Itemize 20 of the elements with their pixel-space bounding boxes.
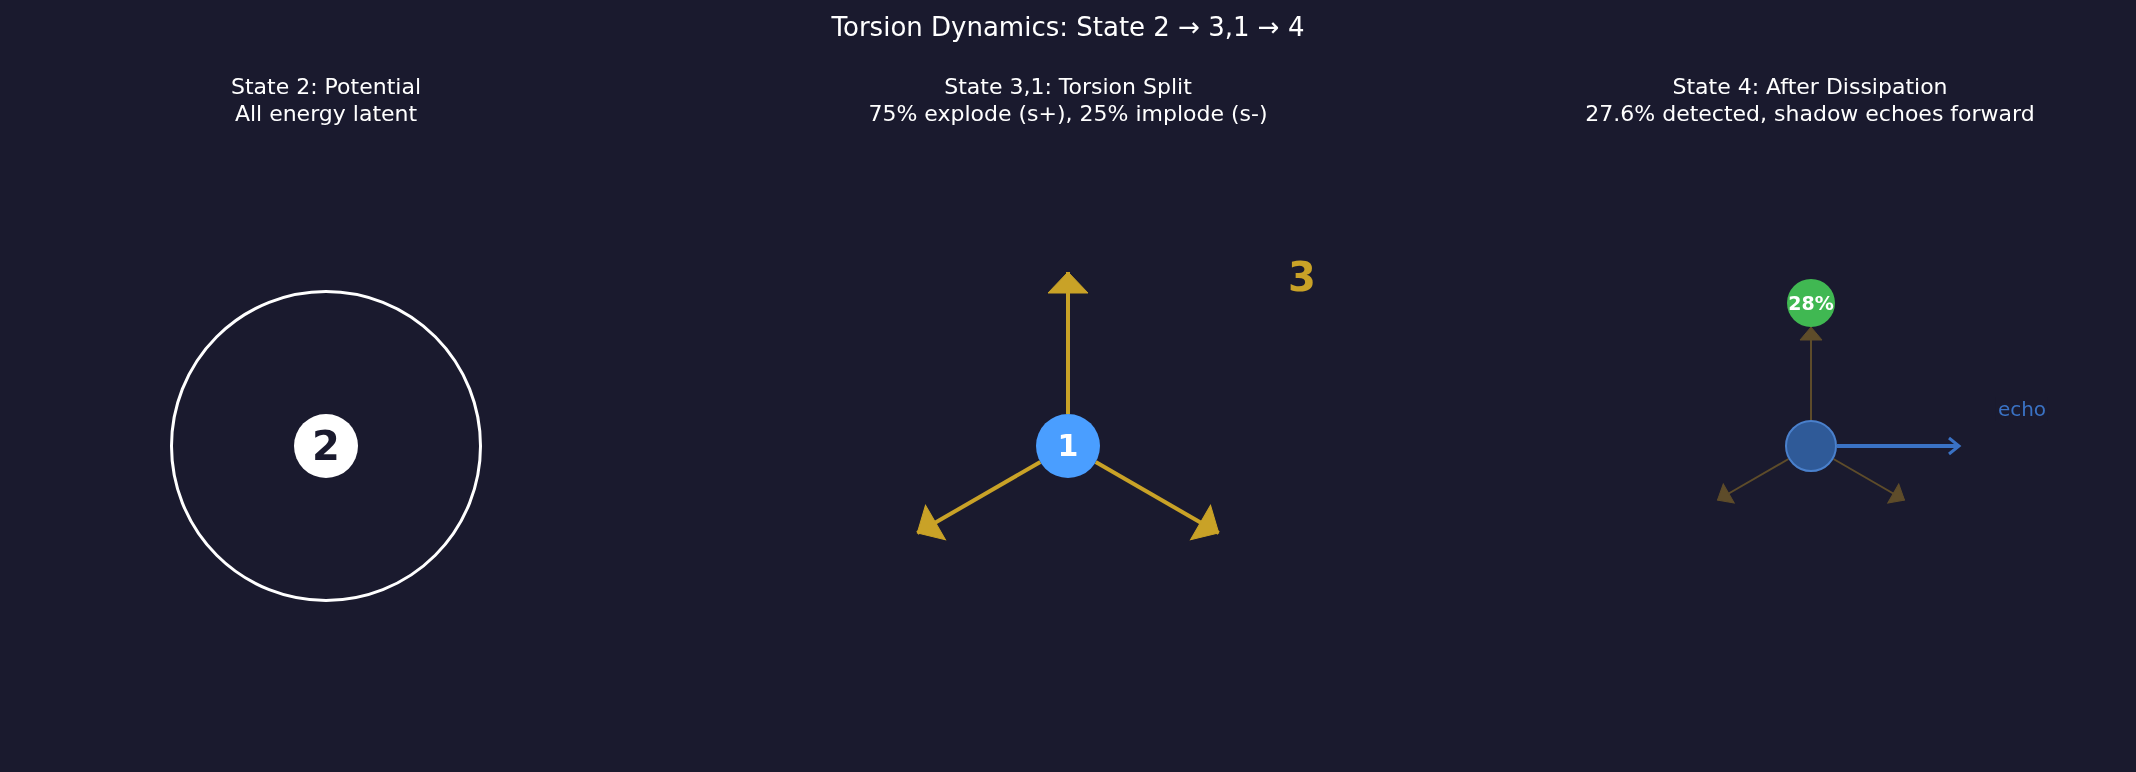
arrow: [1799, 326, 1823, 421]
panel-subtitle: 27.6% detected, shadow echoes forward: [1585, 101, 2035, 127]
panel-title: State 3,1: Torsion Split: [944, 74, 1192, 100]
arrow: [1837, 436, 1961, 456]
faded-node: [1785, 420, 1837, 472]
arrow: [1047, 271, 1089, 414]
state-number: 3: [1288, 254, 1316, 300]
panel-title: State 2: Potential: [231, 74, 421, 100]
arrow: [1094, 460, 1220, 541]
arrow: [916, 460, 1042, 541]
arrow: [1832, 458, 1906, 504]
percent-node: 28%: [1787, 279, 1835, 327]
state-node: 2: [294, 414, 358, 478]
arrow: [1716, 458, 1790, 504]
outer-ring: [170, 290, 482, 602]
state-node: 1: [1036, 414, 1100, 478]
title: Torsion Dynamics: State 2 → 3,1 → 4: [831, 13, 1305, 43]
panel-subtitle: 75% explode (s+), 25% implode (s-): [868, 101, 1268, 127]
panel-subtitle: All energy latent: [234, 101, 418, 127]
panel-title: State 4: After Dissipation: [1672, 74, 1948, 100]
